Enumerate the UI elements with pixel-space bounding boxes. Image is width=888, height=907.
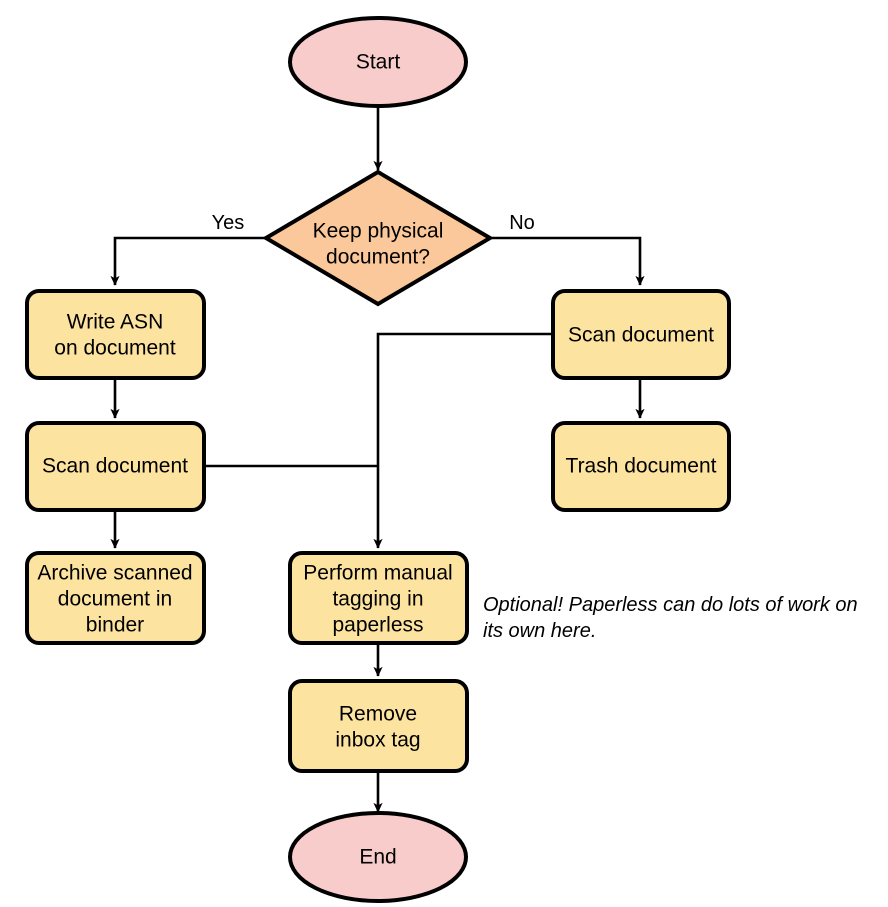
optional-note-line-1: Optional! Paperless can do lots of work … — [483, 594, 858, 616]
scan-document-right-label: Scan document — [568, 324, 714, 347]
node-scan-document-right[interactable]: Scan document — [551, 289, 731, 380]
node-end[interactable]: End — [288, 811, 468, 903]
decision-label-line-1: Keep physical — [313, 220, 444, 243]
archive-label-line-1: Archive scanned — [37, 562, 192, 585]
manual-tagging-label-line-3: paperless — [332, 614, 423, 637]
archive-label-line-2: document in — [58, 588, 172, 611]
edge-scan-right-to-manual-tagging — [373, 332, 552, 549]
node-write-asn-on-document[interactable]: Write ASN on document — [25, 289, 206, 380]
decision-diamond-shape — [262, 169, 494, 307]
node-scan-document-left[interactable]: Scan document — [25, 421, 206, 512]
remove-inbox-tag-label-line-2: inbox tag — [335, 729, 420, 752]
edge-decision-to-scan-right — [490, 236, 645, 286]
edge-label-no: No — [509, 212, 535, 234]
optional-note-line-2: its own here. — [483, 620, 596, 642]
write-asn-label-line-2: on document — [54, 337, 176, 360]
edge-decision-to-write-asn — [110, 236, 266, 286]
trash-document-label: Trash document — [566, 455, 717, 478]
remove-inbox-tag-box-shape — [288, 679, 469, 773]
end-label: End — [359, 846, 396, 869]
node-archive-scanned-document[interactable]: Archive scanned document in binder — [25, 551, 206, 645]
node-start[interactable]: Start — [288, 16, 468, 108]
decision-label-line-2: document? — [326, 246, 430, 269]
archive-box-shape — [25, 551, 206, 645]
remove-inbox-tag-label-line-1: Remove — [339, 703, 417, 726]
write-asn-label-line-1: Write ASN — [67, 311, 163, 334]
edge-label-yes: Yes — [212, 212, 245, 234]
trash-document-box-shape — [551, 421, 731, 512]
scan-document-left-label: Scan document — [42, 455, 188, 478]
start-label: Start — [356, 51, 401, 74]
node-trash-document[interactable]: Trash document — [551, 421, 731, 512]
start-ellipse-shape — [288, 16, 468, 108]
node-decision-keep-physical-document[interactable]: Keep physical document? — [262, 169, 494, 307]
archive-label-line-3: binder — [86, 614, 144, 637]
optional-note: Optional! Paperless can do lots of work … — [483, 594, 858, 642]
connector-layer — [110, 105, 645, 813]
node-remove-inbox-tag[interactable]: Remove inbox tag — [288, 679, 469, 773]
manual-tagging-label-line-2: tagging in — [332, 588, 423, 611]
manual-tagging-label-line-1: Perform manual — [303, 562, 452, 585]
node-perform-manual-tagging[interactable]: Perform manual tagging in paperless — [288, 551, 469, 645]
end-ellipse-shape — [288, 811, 468, 903]
scan-document-right-box-shape — [551, 289, 731, 380]
write-asn-box-shape — [25, 289, 206, 380]
scan-document-left-box-shape — [25, 421, 206, 512]
manual-tagging-box-shape — [288, 551, 469, 645]
